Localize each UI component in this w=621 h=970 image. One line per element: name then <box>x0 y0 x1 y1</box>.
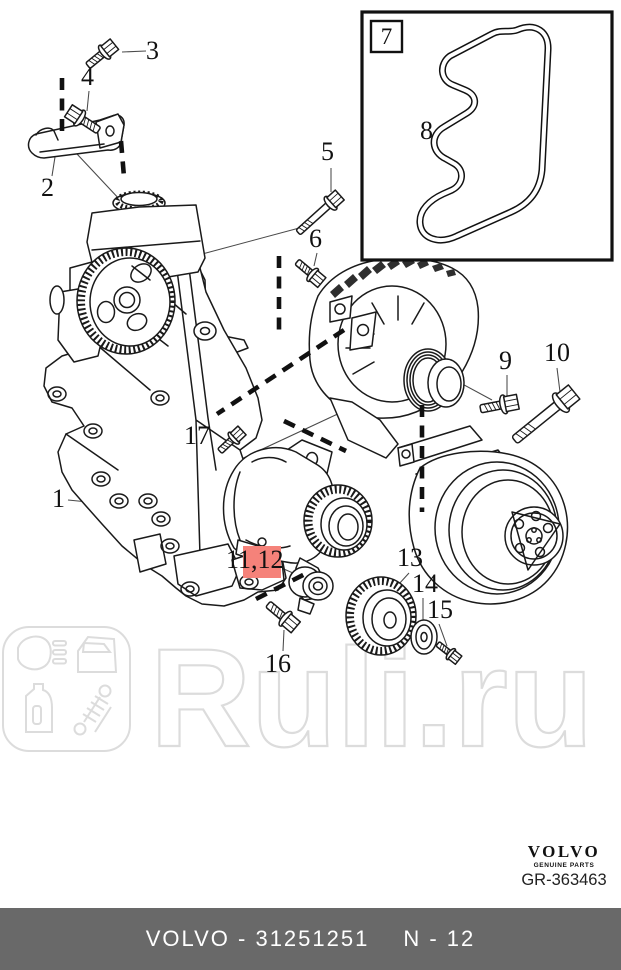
parts-diagram: Ruli.ru <box>2 10 614 777</box>
belt-inset <box>360 10 614 262</box>
part-label-16: 16 <box>265 649 291 678</box>
part-label-4: 4 <box>81 62 94 91</box>
drawing-code: GR-363463 <box>521 871 607 890</box>
part-label-13: 13 <box>397 543 423 572</box>
part-label-14: 14 <box>412 569 438 598</box>
part-label-10: 10 <box>544 338 570 367</box>
brand-tagline: GENUINE PARTS <box>533 861 595 869</box>
highlight-box <box>243 546 281 578</box>
part-label-3: 3 <box>146 36 159 65</box>
part-label-9: 9 <box>499 346 512 375</box>
part-label-2: 2 <box>41 173 54 202</box>
footer-page-reference: N - 12 <box>403 926 476 951</box>
bolt-6 <box>291 254 328 290</box>
part-label-1: 1 <box>52 484 65 513</box>
bolt-10 <box>506 381 583 451</box>
power-steering-pump <box>49 190 206 363</box>
strap-bracket <box>27 113 125 159</box>
inset-frame-label: 7 <box>380 23 393 49</box>
assembly-dashed-lines <box>59 78 425 602</box>
part-label-17: 17 <box>184 421 210 450</box>
footer-part-reference: VOLVO - 31251251 <box>145 926 370 951</box>
idler-pulley <box>345 576 417 656</box>
part-label-5: 5 <box>321 137 334 166</box>
alternator <box>308 257 480 459</box>
brand-stamp: VOLVO GENUINE PARTS GR-363463 <box>516 842 612 891</box>
part-label-11-12: 11,12 <box>226 545 284 574</box>
footer-bar: VOLVO - 31251251 N - 12 <box>0 908 621 970</box>
belt-label-8: 8 <box>420 116 433 145</box>
watermark-logo <box>2 626 131 752</box>
part-label-6: 6 <box>309 224 322 253</box>
part-label-15: 15 <box>427 595 453 624</box>
belt-tensioner <box>222 439 373 615</box>
brand-logo-text: VOLVO <box>527 842 601 861</box>
idler-washer <box>410 619 438 655</box>
ac-compressor <box>397 425 569 605</box>
